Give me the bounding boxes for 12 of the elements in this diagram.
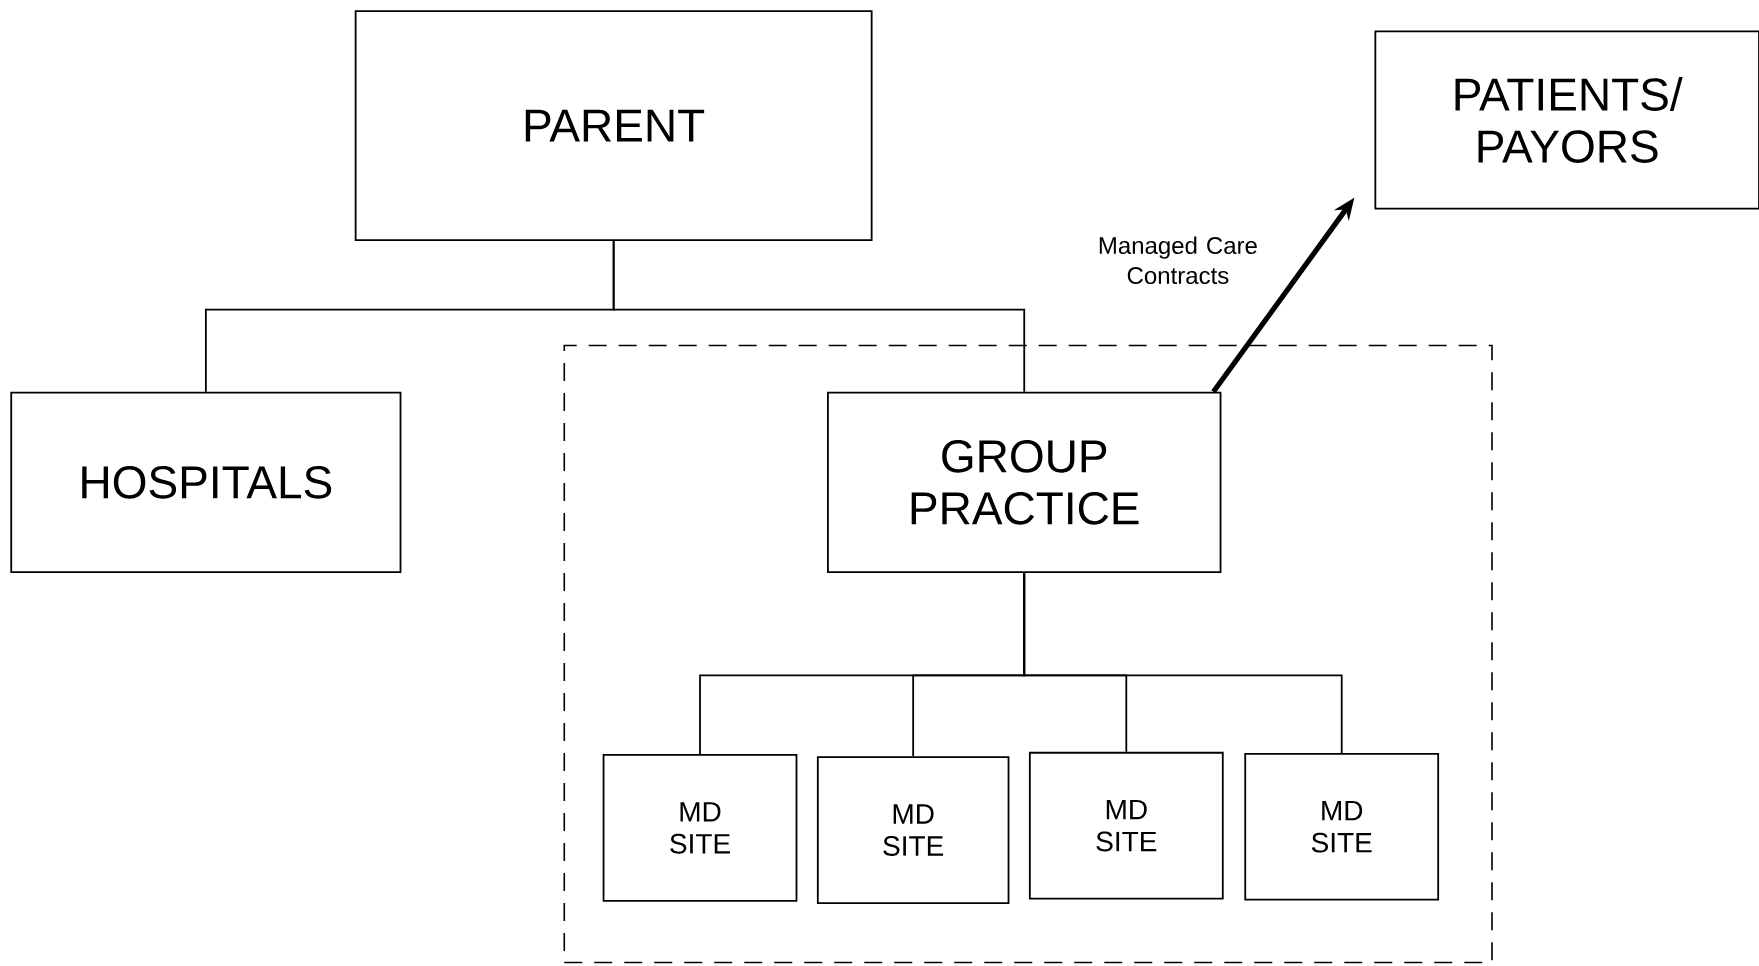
- edge-label: Managed Care Contracts: [1087, 234, 1268, 287]
- dashed-boundary: [563, 344, 1493, 964]
- connector-line: [612, 240, 1026, 393]
- org-box: PATIENTS/ PAYORS: [1374, 30, 1759, 210]
- org-box: GROUP PRACTICE: [827, 391, 1222, 574]
- org-box: PARENT: [354, 10, 873, 242]
- connector-line: [1023, 572, 1343, 754]
- site-box: MD SITE: [602, 754, 798, 902]
- site-box: MD SITE: [1028, 751, 1224, 900]
- site-box: MD SITE: [816, 756, 1010, 904]
- org-box: HOSPITALS: [10, 391, 402, 574]
- site-box: MD SITE: [1244, 753, 1440, 901]
